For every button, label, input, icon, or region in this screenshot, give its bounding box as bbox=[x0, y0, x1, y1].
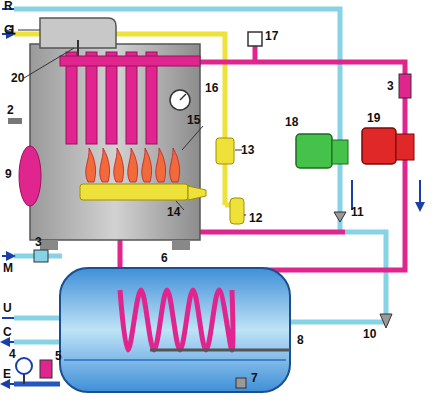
flame bbox=[156, 148, 166, 182]
header-pipe bbox=[60, 56, 200, 66]
storage-tank bbox=[60, 268, 290, 392]
boiler bbox=[8, 18, 206, 250]
check-valve-3 bbox=[34, 250, 48, 262]
callout-number: M bbox=[2, 262, 14, 275]
callout-number: 9 bbox=[4, 168, 13, 181]
callout-number: 2 bbox=[6, 104, 15, 117]
callout-number: E bbox=[2, 368, 12, 381]
flame bbox=[86, 148, 96, 182]
leader-lines bbox=[18, 30, 246, 215]
ignition-12 bbox=[230, 198, 244, 224]
flame bbox=[128, 148, 138, 182]
vessel-4 bbox=[16, 358, 32, 374]
valve-11 bbox=[334, 212, 346, 222]
callout-number: 15 bbox=[186, 114, 201, 127]
gas-valve-13 bbox=[216, 138, 234, 164]
valve-2 bbox=[8, 118, 22, 124]
callout-number: 19 bbox=[366, 112, 381, 125]
expansion-vessel-9 bbox=[19, 146, 41, 206]
burner-14 bbox=[80, 184, 188, 200]
heating-coil bbox=[120, 290, 233, 350]
callout-number: 3 bbox=[34, 236, 43, 249]
anode-8 bbox=[150, 349, 290, 352]
callout-number: 17 bbox=[264, 30, 279, 43]
cold-inlet bbox=[2, 358, 60, 384]
callout-number: 13 bbox=[240, 144, 255, 157]
callout-number: 14 bbox=[166, 206, 181, 219]
callout-number: 11 bbox=[350, 206, 365, 219]
valve-10 bbox=[380, 314, 392, 328]
pump-18 bbox=[296, 134, 332, 168]
callout-number: 3 bbox=[386, 80, 395, 93]
flame bbox=[142, 148, 152, 182]
callout-number: 10 bbox=[362, 328, 377, 341]
callout-number: 5 bbox=[54, 350, 63, 363]
inflow-arrow bbox=[2, 9, 14, 256]
callout-number: 8 bbox=[296, 334, 305, 347]
check-valve-3 bbox=[399, 74, 411, 98]
drain-7 bbox=[236, 378, 246, 388]
callout-number: 16 bbox=[204, 82, 219, 95]
callout-number: 18 bbox=[284, 116, 299, 129]
gauge-16 bbox=[170, 90, 190, 110]
callout-number: 20 bbox=[10, 72, 25, 85]
valve-5 bbox=[40, 360, 52, 378]
flame bbox=[170, 148, 180, 182]
callout-number: 7 bbox=[250, 372, 259, 385]
outflow-arrow bbox=[2, 318, 14, 342]
callout-number: 12 bbox=[248, 212, 263, 225]
callout-number: 4 bbox=[8, 348, 17, 361]
flame bbox=[100, 148, 110, 182]
callout-number: 1 bbox=[8, 24, 17, 37]
pump-19 bbox=[362, 128, 396, 164]
flame bbox=[114, 148, 124, 182]
callout-number: U bbox=[2, 302, 13, 315]
air-vent-17 bbox=[248, 32, 262, 46]
callout-number: R bbox=[3, 0, 14, 13]
callout-number: C bbox=[2, 326, 13, 339]
callout-number: 6 bbox=[160, 252, 169, 265]
